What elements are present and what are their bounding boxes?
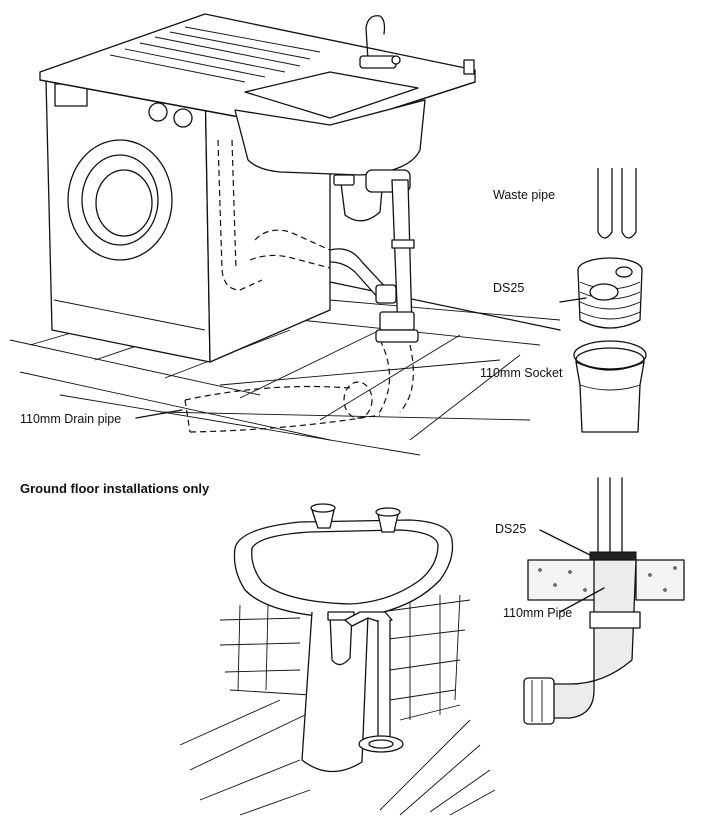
sink-trap (329, 169, 419, 343)
tap-body (359, 55, 397, 69)
socket-part (573, 340, 647, 433)
label-waste-pipe: Waste pipe (493, 188, 556, 202)
tap-spout (365, 15, 386, 61)
label-ds25-top: DS25 (493, 281, 525, 295)
pipe-section-view (523, 477, 685, 725)
label-drain-pipe: 110mm Drain pipe (20, 412, 122, 426)
label-socket: 110mm Socket (480, 366, 563, 380)
label-ds25-bottom: DS25 (495, 522, 527, 536)
hidden-pipework (135, 139, 414, 433)
sink-bowl-rim (244, 71, 419, 119)
wall-base-line (329, 281, 561, 331)
ds25-top-leader (559, 297, 587, 303)
ds25-ring (589, 551, 637, 561)
wash-basin (233, 503, 454, 773)
sink-bowl (234, 99, 426, 176)
floor-tile-grid (9, 299, 561, 456)
ds25-part (577, 257, 643, 329)
dial-2 (173, 108, 193, 128)
floor-outlet (358, 735, 404, 753)
drainer-ribs (109, 26, 321, 83)
section-heading: Ground floor installations only (20, 481, 210, 496)
waste-pipe-part (597, 168, 637, 239)
bathroom-floor-lines (179, 699, 496, 816)
bathroom-wall-tiles (219, 594, 471, 720)
sink-unit (39, 13, 476, 176)
dial-1 (148, 102, 168, 122)
basin-pedestal (301, 611, 369, 773)
basin-tap-right (377, 513, 399, 533)
label-110mm-pipe: 110mm Pipe (503, 606, 573, 620)
drain-pipe-leader (135, 409, 183, 419)
ds25-leader (539, 529, 593, 557)
pipe-leader (559, 587, 605, 613)
sink-upstand (463, 59, 475, 75)
